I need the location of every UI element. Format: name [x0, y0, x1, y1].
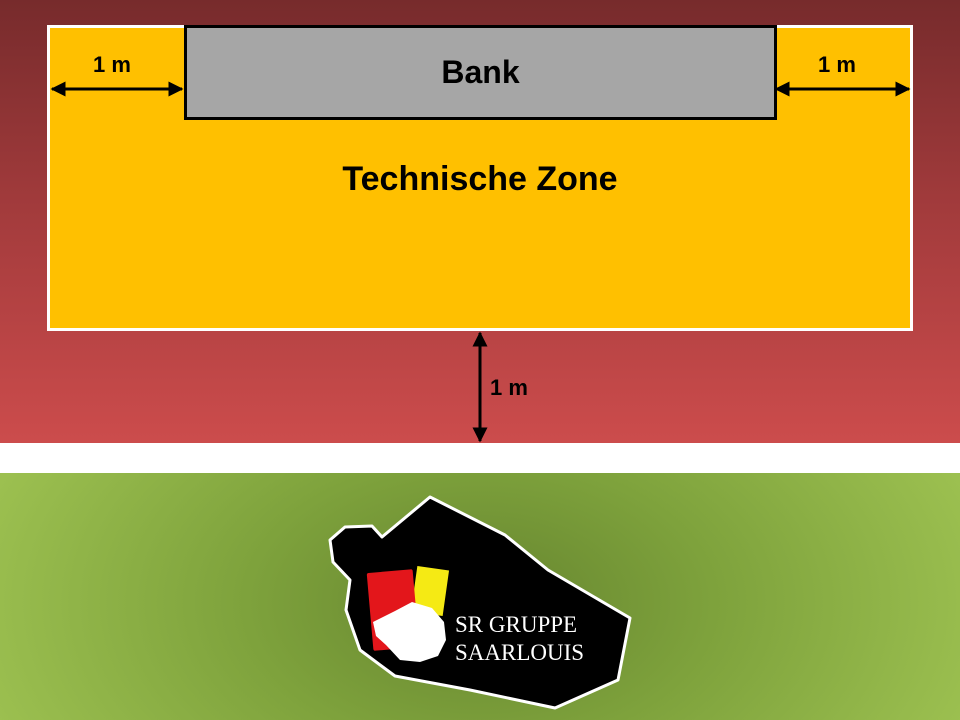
dimension-bottom-label: 1 m — [490, 375, 528, 400]
logo-text-line1: SR GRUPPE — [455, 612, 577, 637]
technical-zone-label: Technische Zone — [342, 160, 618, 198]
dimension-right-label: 1 m — [818, 52, 856, 77]
bench: Bank — [184, 25, 777, 120]
bench-label: Bank — [441, 54, 520, 90]
dimension-left-label: 1 m — [93, 52, 131, 77]
saarland-map-icon — [373, 602, 446, 662]
logo-text-line2: SAARLOUIS — [455, 640, 584, 665]
touchline — [0, 443, 960, 473]
sr-gruppe-logo: SR GRUPPE SAARLOUIS — [328, 495, 632, 710]
